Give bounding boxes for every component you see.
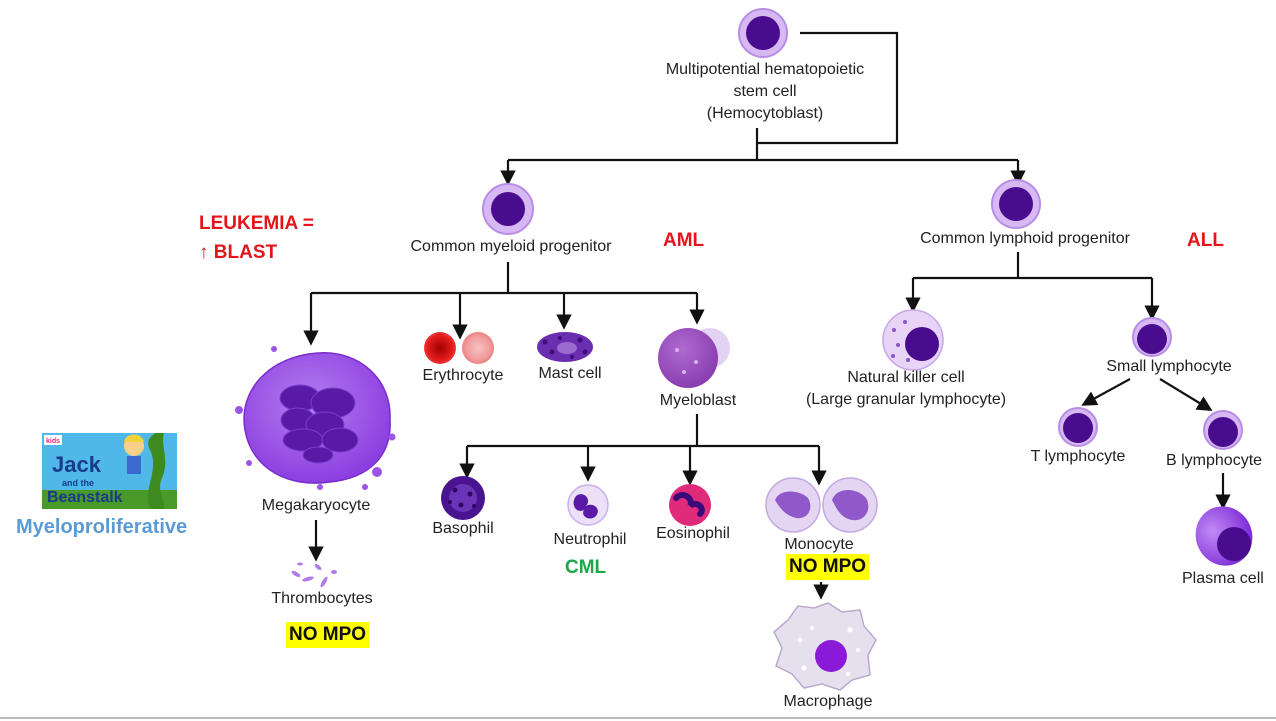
monocyte-icon <box>765 477 878 533</box>
plasma-cell-label: Plasma cell <box>1182 570 1264 587</box>
eosinophil-label: Eosinophil <box>656 525 730 542</box>
nk-cell-label: Natural killer cell (Large granular lymp… <box>786 367 1026 411</box>
myeloid-progenitor-label: Common myeloid progenitor <box>410 238 612 255</box>
mast-cell-icon <box>537 332 593 362</box>
no-mpo-badge-thrombocytes: NO MPO <box>286 622 370 648</box>
macrophage-icon <box>773 602 877 691</box>
logo-title-line1: Jack <box>52 452 102 477</box>
stem-cell-label-line3: (Hemocytoblast) <box>706 105 824 122</box>
logo-title-line2: and the <box>62 478 94 488</box>
monocyte-label: Monocyte <box>784 536 854 553</box>
lymphoid-progenitor-label: Common lymphoid progenitor <box>920 230 1130 247</box>
b-lymphocyte-label: B lymphocyte <box>1166 452 1263 469</box>
stem-cell-label: Multipotential hematopoietic stem cell (… <box>640 59 890 125</box>
erythrocyte-icon <box>424 332 494 364</box>
all-annotation: ALL <box>1187 230 1224 251</box>
aml-annotation: AML <box>663 230 705 251</box>
stem-cell-label-line1: Multipotential hematopoietic <box>665 61 865 78</box>
myeloblast-label: Myeloblast <box>659 392 737 409</box>
nk-cell-icon <box>882 309 944 371</box>
no-mpo-badge-monocyte: NO MPO <box>786 554 870 580</box>
t-lymphocyte-label: T lymphocyte <box>1030 448 1126 465</box>
thrombocytes-label: Thrombocytes <box>271 590 373 607</box>
neutrophil-icon <box>567 484 609 526</box>
stem-cell-label-line2: stem cell <box>733 83 797 100</box>
svg-text:kids: kids <box>46 438 60 445</box>
t-lymphocyte-icon <box>1058 407 1098 447</box>
leukemia-annotation: LEUKEMIA = ↑ BLAST <box>199 209 314 267</box>
basophil-icon <box>441 476 485 520</box>
leukemia-annotation-line1: LEUKEMIA = <box>199 213 314 234</box>
mast-cell-label: Mast cell <box>538 365 602 382</box>
b-lymphocyte-icon <box>1203 410 1243 450</box>
erythrocyte-label: Erythrocyte <box>422 367 504 384</box>
myeloproliferative-annotation: Myeloproliferative <box>16 516 188 538</box>
thrombocytes-icon <box>291 562 337 588</box>
plasma-cell-icon <box>1195 506 1253 566</box>
connector-lines <box>303 31 1231 600</box>
jack-beanstalk-logo: kids Jack and the Beanstalk <box>42 433 177 509</box>
megakaryocyte-icon <box>235 346 396 490</box>
logo-title-line3: Beanstalk <box>47 489 123 506</box>
small-lymphocyte-icon <box>1132 317 1172 357</box>
eosinophil-icon <box>669 484 711 526</box>
myeloblast-icon <box>658 328 730 388</box>
myeloid-progenitor-icon <box>482 183 534 235</box>
cml-annotation: CML <box>565 557 607 578</box>
macrophage-label: Macrophage <box>783 693 873 710</box>
basophil-label: Basophil <box>432 520 494 537</box>
lymphoid-progenitor-icon <box>991 179 1041 229</box>
megakaryocyte-label: Megakaryocyte <box>261 497 371 514</box>
nk-cell-label-line1: Natural killer cell <box>847 369 965 386</box>
small-lymphocyte-label: Small lymphocyte <box>1106 358 1232 375</box>
stem-cell-icon <box>738 8 788 58</box>
nk-cell-label-line2: (Large granular lymphocyte) <box>805 391 1007 408</box>
bottom-divider <box>0 717 1276 719</box>
neutrophil-label: Neutrophil <box>553 531 627 548</box>
leukemia-annotation-line2: ↑ BLAST <box>199 242 278 263</box>
